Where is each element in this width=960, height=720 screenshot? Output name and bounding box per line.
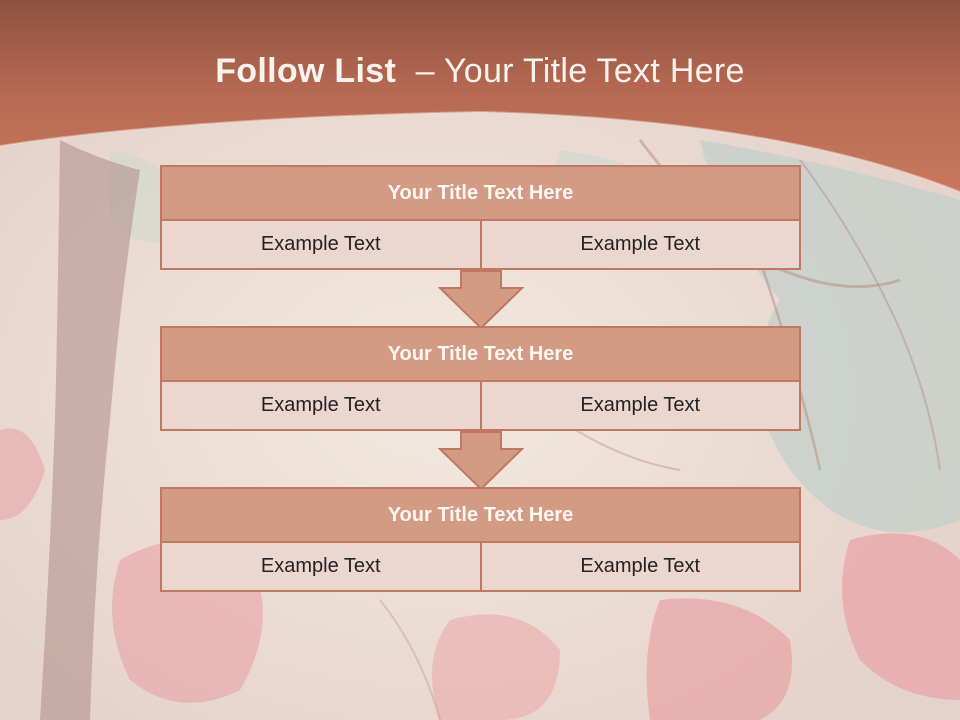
step-cell-right: Example Text xyxy=(481,382,801,431)
page-title-bold: Follow List xyxy=(215,52,397,90)
step-box-3: Your Title Text Here Example Text Exampl… xyxy=(160,487,801,592)
step-cell-left: Example Text xyxy=(160,543,482,592)
step-title: Your Title Text Here xyxy=(160,165,801,221)
step-box-1: Your Title Text Here Example Text Exampl… xyxy=(160,165,801,270)
step-title: Your Title Text Here xyxy=(160,326,801,382)
step-cell-right: Example Text xyxy=(481,543,801,592)
step-box-2: Your Title Text Here Example Text Exampl… xyxy=(160,326,801,431)
step-row: Example Text Example Text xyxy=(160,543,801,592)
page-title-rest: – Your Title Text Here xyxy=(396,52,745,90)
page-title: Follow List – Your Title Text Here xyxy=(0,52,960,91)
step-row: Example Text Example Text xyxy=(160,221,801,270)
step-title: Your Title Text Here xyxy=(160,487,801,543)
step-cell-right: Example Text xyxy=(481,221,801,270)
down-arrow-icon xyxy=(438,270,524,330)
step-cell-left: Example Text xyxy=(160,382,482,431)
step-row: Example Text Example Text xyxy=(160,382,801,431)
down-arrow-icon xyxy=(438,431,524,491)
step-cell-left: Example Text xyxy=(160,221,482,270)
